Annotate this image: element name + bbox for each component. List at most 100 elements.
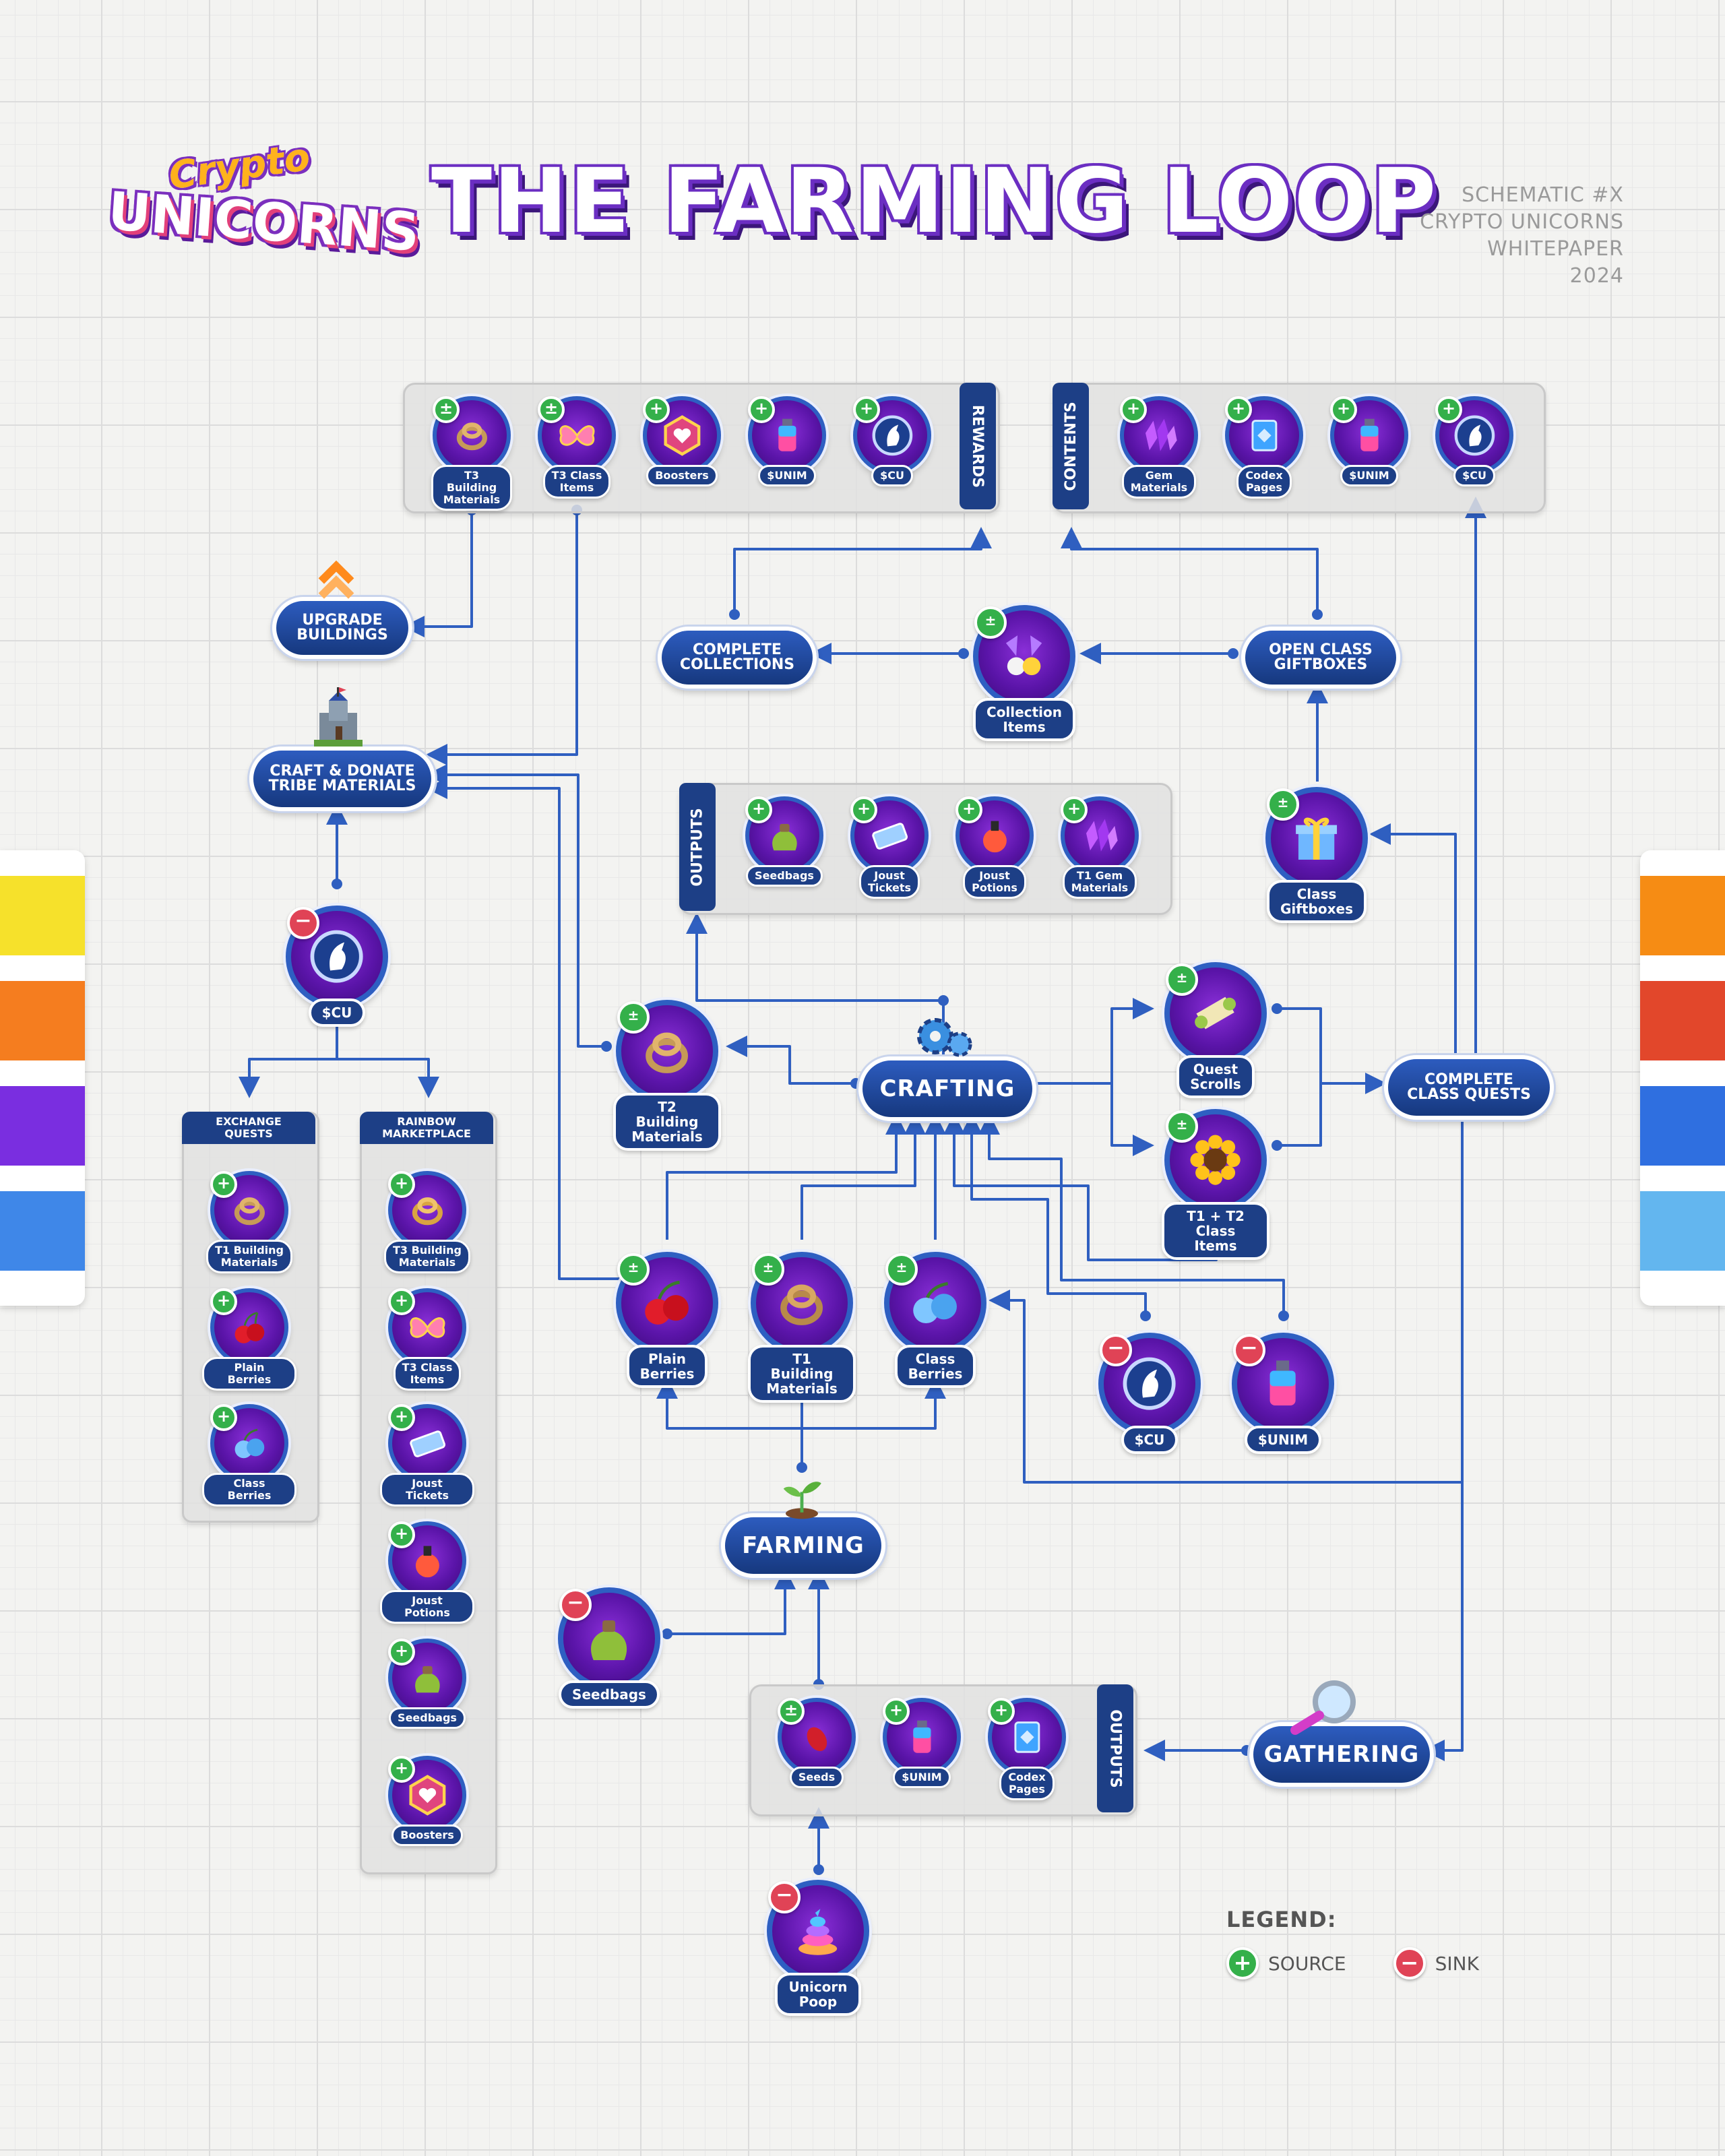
unim-sink-node[interactable]: − $UNIM xyxy=(1229,1333,1337,1454)
legend-title: LEGEND: xyxy=(1226,1907,1337,1932)
ticket-icon: + xyxy=(850,796,929,875)
wire xyxy=(802,1377,946,1430)
complete-class-quests-pill[interactable]: COMPLETE CLASS QUESTS xyxy=(1384,1055,1554,1120)
source-sink-badge: ± xyxy=(1267,788,1299,821)
gathering-pill[interactable]: GATHERING xyxy=(1249,1722,1434,1787)
rewards-item: + $CU xyxy=(852,396,933,486)
item-label: Seedbags xyxy=(389,1707,466,1729)
right-swatch-4 xyxy=(1640,1191,1725,1271)
item-label: T3 Building Materials xyxy=(384,1240,470,1273)
source-sink-badge: ± xyxy=(538,396,565,423)
legend-sink-label: SINK xyxy=(1435,1952,1479,1975)
meta-line: SCHEMATIC #X xyxy=(1462,183,1624,207)
item-label: T3 Building Materials xyxy=(431,465,512,511)
crafting-output-item: + Seedbags xyxy=(744,796,825,887)
open-class-giftboxes-pill[interactable]: OPEN CLASS GIFTBOXES xyxy=(1241,627,1400,689)
contents-tab-label: CONTENTS xyxy=(1062,401,1079,491)
item-label: Joust Tickets xyxy=(380,1473,474,1507)
marketplace-item: + Boosters xyxy=(380,1756,474,1846)
quest-scrolls-node[interactable]: ± Quest Scrolls xyxy=(1162,962,1269,1098)
node-label: Quest Scrolls xyxy=(1177,1055,1255,1098)
rewards-tab: REWARDS xyxy=(960,383,996,509)
gathering-output-item: + Codex Pages xyxy=(986,1698,1067,1800)
seedbag-icon: + xyxy=(745,796,823,875)
wire xyxy=(733,527,992,613)
upgrade-arrow-icon xyxy=(311,551,361,604)
potion-bottle-icon: + xyxy=(748,396,826,474)
rewards-item: + Boosters xyxy=(641,396,722,486)
right-swatch-1 xyxy=(1640,876,1725,955)
crafting-output-item: + T1 Gem Materials xyxy=(1059,796,1140,899)
item-label: T3 Class Items xyxy=(542,465,611,499)
crafting-output-item: + Joust Potions xyxy=(954,796,1035,899)
source-badge: + xyxy=(850,796,877,823)
minus-icon: − xyxy=(1393,1947,1426,1979)
unicorn-token-glyph xyxy=(1454,415,1495,455)
rewards-tab-label: REWARDS xyxy=(969,404,986,488)
codex-icon: + xyxy=(988,1698,1066,1776)
rope-icon: ± xyxy=(751,1252,853,1354)
class-giftboxes-node[interactable]: ± Class Giftboxes xyxy=(1263,787,1371,923)
contents-item: + Codex Pages xyxy=(1224,396,1305,499)
unicorn-token-icon: + xyxy=(853,396,931,474)
source-sink-badge: ± xyxy=(752,1253,784,1286)
wire xyxy=(403,509,473,637)
node-label: Class Giftboxes xyxy=(1267,880,1367,923)
unicorn-poop-node[interactable]: − Unicorn Poop xyxy=(764,1880,872,2016)
t1-building-materials-node[interactable]: ± T1 Building Materials xyxy=(748,1252,856,1403)
source-badge: + xyxy=(388,1288,415,1315)
seedbags-sink-node[interactable]: − Seedbags xyxy=(555,1587,663,1709)
collection-items-node[interactable]: ± Collection Items xyxy=(970,605,1078,741)
contents-item: + $CU xyxy=(1434,396,1515,486)
source-badge: + xyxy=(1120,396,1147,423)
rewards-item: + $UNIM xyxy=(747,396,827,486)
booster-icon-glyph xyxy=(409,1774,445,1816)
contents-item: + $UNIM xyxy=(1329,396,1410,486)
craft-donate-pill[interactable]: CRAFT & DONATE TRIBE MATERIALS xyxy=(249,747,435,811)
sink-badge: − xyxy=(559,1589,592,1621)
node-label: Seedbags xyxy=(559,1680,660,1709)
left-swatch-4 xyxy=(0,1191,85,1271)
item-label: $UNIM xyxy=(893,1767,951,1788)
node-label: Unicorn Poop xyxy=(775,1973,861,2016)
sprout-icon xyxy=(775,1466,829,1523)
source-sink-badge: ± xyxy=(433,396,460,423)
source-badge: + xyxy=(388,1404,415,1431)
crafting-pill[interactable]: CRAFTING xyxy=(858,1056,1036,1121)
source-badge: + xyxy=(210,1288,237,1315)
source-badge: + xyxy=(388,1521,415,1548)
plain-berries-node[interactable]: ± Plain Berries xyxy=(613,1252,721,1388)
rewards-item: ± T3 Building Materials xyxy=(431,396,512,511)
class-berries-node[interactable]: ± Class Berries xyxy=(881,1252,989,1388)
t1-t2-class-items-node[interactable]: ± T1 + T2 Class Items xyxy=(1162,1109,1269,1260)
item-label: $UNIM xyxy=(758,465,816,486)
codex-icon: + xyxy=(1225,396,1303,474)
wire xyxy=(1423,1482,1464,1761)
wire xyxy=(1369,823,1457,1091)
seedbag-icon-glyph xyxy=(591,1620,627,1661)
cu-sink-node[interactable]: − $CU xyxy=(1096,1333,1203,1454)
seed-icon: ± xyxy=(778,1698,856,1776)
source-badge: + xyxy=(1061,796,1088,823)
item-label: T3 Class Items xyxy=(393,1357,462,1391)
seedbag-icon: + xyxy=(388,1639,466,1717)
cherry-icon-glyph xyxy=(234,1311,264,1343)
rope-icon-glyph xyxy=(646,1032,689,1074)
source-badge: + xyxy=(988,1698,1015,1725)
t2-building-materials-node[interactable]: ± T2 Building Materials xyxy=(613,1000,721,1151)
farming-pill[interactable]: FARMING xyxy=(721,1513,885,1578)
cherry-icon-glyph xyxy=(645,1281,689,1325)
item-label: Joust Potions xyxy=(380,1590,474,1624)
complete-collections-pill[interactable]: COMPLETE COLLECTIONS xyxy=(658,627,817,689)
ticket-icon-glyph xyxy=(409,1430,445,1457)
exchange-quests-header: EXCHANGE QUESTS xyxy=(182,1112,315,1144)
node-label: Collection Items xyxy=(973,698,1075,741)
left-swatch-3 xyxy=(0,1086,85,1166)
node-label: Class Berries xyxy=(894,1345,976,1388)
cu-left-node[interactable]: − $CU xyxy=(283,906,391,1027)
castle-icon xyxy=(305,686,372,756)
upgrade-buildings-pill[interactable]: UPGRADE BUILDINGS xyxy=(272,597,412,659)
collection-icon: ± xyxy=(973,605,1075,707)
potion-bottle-icon-glyph xyxy=(1269,1360,1296,1406)
